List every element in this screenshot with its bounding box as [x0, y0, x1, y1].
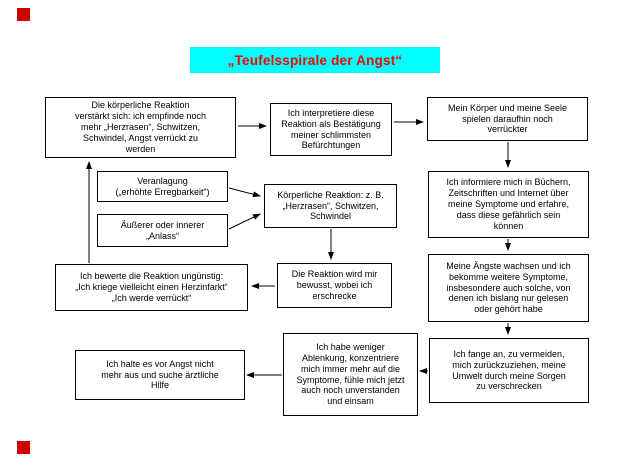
node-reaktion-bewusst: Die Reaktion wird mir bewusst, wobei ich… [277, 263, 392, 308]
corner-square-bottom [17, 441, 30, 454]
node-aerztliche-hilfe: Ich halte es vor Angst nicht mehr aus un… [75, 350, 245, 400]
arrow-anlass-to-koerperliche-reaktion [228, 213, 261, 230]
node-vermeidung: Ich fange an, zu vermeiden, mich zurückz… [429, 338, 589, 403]
node-weniger-ablenkung: Ich habe weniger Ablenkung, konzentriere… [283, 333, 418, 416]
node-anlass: Äußerer oder innerer „Anlass“ [97, 214, 228, 247]
node-informiere-mich: Ich informiere mich in Büchern, Zeitschr… [428, 171, 589, 238]
node-veranlagung: Veranlagung („erhöhte Erregbarkeit“) [97, 171, 228, 202]
arrow-veranlagung-to-koerperliche-reaktion [228, 187, 261, 198]
node-bewertung-unguenstig: Ich bewerte die Reaktion ungünstig: „Ich… [55, 264, 248, 311]
node-reaktion-verstaerkt: Die körperliche Reaktion verstärkt sich:… [45, 97, 236, 158]
node-koerper-seele-verrueckter: Mein Körper und meine Seele spielen dara… [427, 97, 588, 141]
corner-square-top [17, 8, 30, 21]
node-koerperliche-reaktion: Körperliche Reaktion: z. B. „Herzrasen“,… [264, 184, 397, 228]
page-title: „Teufelsspirale der Angst“ [190, 47, 440, 73]
node-aengste-wachsen: Meine Ängste wachsen und ich bekomme wei… [428, 254, 589, 322]
node-interpretation-bestaetigung: Ich interpretiere diese Reaktion als Bes… [270, 103, 392, 156]
